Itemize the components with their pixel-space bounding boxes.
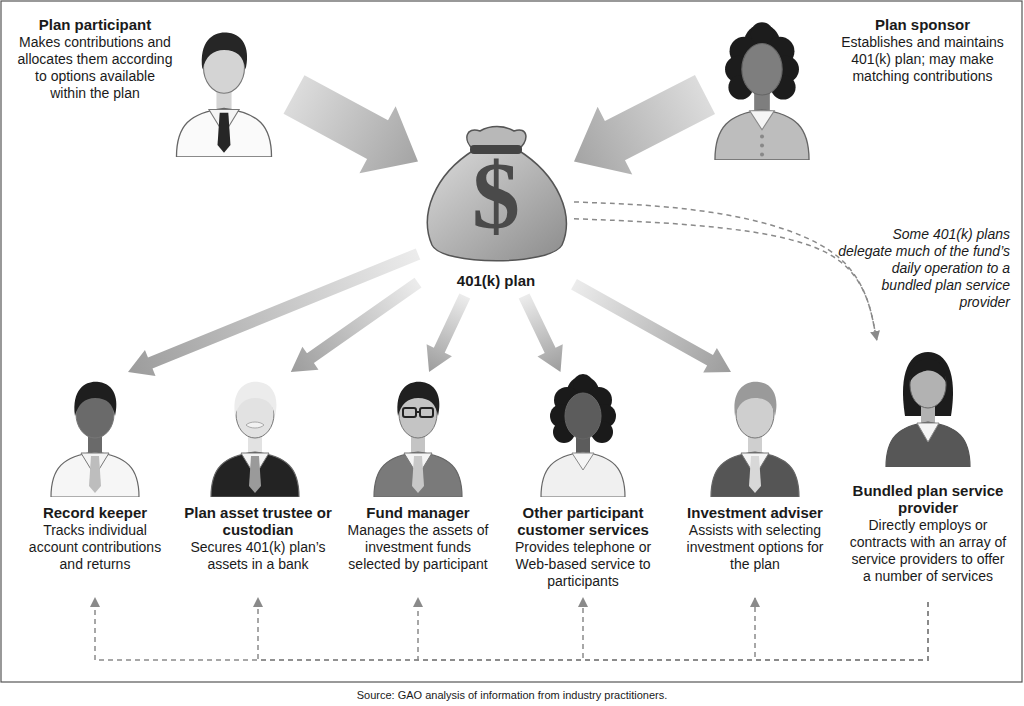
customer-service-figure <box>541 374 625 497</box>
delegation-arrow <box>583 598 928 660</box>
delegation-arrow <box>95 598 928 660</box>
service-role: Record keeperTracks individual account c… <box>20 372 170 598</box>
flow-arrow <box>427 293 471 372</box>
trustee-figure <box>211 382 299 497</box>
person-figure <box>715 22 809 160</box>
mustache <box>246 422 264 428</box>
role-description: Makes contributions and allocates them a… <box>16 34 174 102</box>
role-description: Assists with selecting investment option… <box>675 522 835 573</box>
block-arrow <box>427 293 471 372</box>
service-role: Fund managerManages the assets of invest… <box>339 372 497 598</box>
glasses <box>416 411 420 413</box>
role-description: Manages the assets of investment funds s… <box>339 522 497 573</box>
person-figure <box>51 382 139 497</box>
glasses <box>403 408 416 417</box>
block-arrow <box>571 279 731 373</box>
delegation-arrow <box>418 598 928 660</box>
participant-role: Plan participantMakes contributions and … <box>4 12 294 162</box>
role-description: Provides telephone or Web-based service … <box>508 539 658 590</box>
role-title: Plan participant <box>16 16 174 33</box>
block-arrow <box>519 293 563 372</box>
role-description: Secures 401(k) plan’s assets in a bank <box>176 539 340 573</box>
delegation-arrow <box>755 598 928 660</box>
dashed-connector <box>418 598 928 660</box>
flow-arrow <box>284 75 418 173</box>
participant-figure <box>176 32 271 157</box>
person-figure <box>374 382 462 497</box>
picture-frame <box>1 1 1022 682</box>
role-title: Plan asset trustee or custodian <box>176 504 340 538</box>
dashed-connector <box>583 598 928 660</box>
bundled-provider-role: Bundled plan service providerDirectly em… <box>848 340 1008 602</box>
source-caption: Source: GAO analysis of information from… <box>0 689 1024 702</box>
glasses <box>420 408 433 417</box>
flow-arrow <box>574 75 715 175</box>
bundled-provider-figure <box>886 352 970 467</box>
role-title: Fund manager <box>339 504 497 521</box>
adviser-figure <box>711 382 799 497</box>
dashed-connector <box>95 598 928 660</box>
block-arrow <box>291 278 422 372</box>
person-figure <box>176 32 271 157</box>
dashed-connector <box>755 598 928 660</box>
button-dot <box>760 143 764 147</box>
delegation-arrow <box>258 598 928 660</box>
block-arrow <box>574 75 715 175</box>
role-title: Record keeper <box>20 504 170 521</box>
person-figure <box>886 352 970 467</box>
person-figure <box>541 374 625 497</box>
service-role: Plan asset trustee or custodianSecures 4… <box>176 372 340 598</box>
person-figure <box>711 382 799 497</box>
record-keeper-figure <box>51 382 139 497</box>
sponsor-figure <box>715 22 809 160</box>
flow-arrow <box>291 278 422 372</box>
button-dot <box>760 152 764 156</box>
fund-manager-figure <box>374 382 462 497</box>
sponsor-role: Plan sponsorEstablishes and maintains 40… <box>705 12 1020 162</box>
role-title: Other participant customer services <box>508 504 658 538</box>
delegation-arrow <box>574 202 877 340</box>
plan-label: 401(k) plan <box>418 272 574 289</box>
dashed-connector <box>574 219 877 340</box>
role-description: Directly employs or contracts with an ar… <box>848 517 1008 585</box>
person-figure <box>211 382 299 497</box>
role-title: Plan sponsor <box>833 16 1012 33</box>
block-arrow <box>284 75 418 173</box>
flow-arrow <box>571 279 731 373</box>
service-role: Investment adviserAssists with selecting… <box>675 372 835 598</box>
dashed-connector <box>574 202 877 340</box>
dollar-sign: $ <box>418 148 574 244</box>
button-dot <box>760 134 764 138</box>
role-title: Investment adviser <box>675 504 835 521</box>
role-description: Establishes and maintains 401(k) plan; m… <box>833 34 1012 85</box>
service-role: Other participant customer servicesProvi… <box>508 372 658 598</box>
flow-arrow <box>519 293 563 372</box>
role-title: Bundled plan service provider <box>848 482 1008 516</box>
dashed-connector <box>258 598 928 660</box>
plan-fund: $401(k) plan <box>418 128 574 296</box>
role-description: Tracks individual account contributions … <box>20 522 170 573</box>
connector-note: Some 401(k) plans delegate much of the f… <box>838 226 1010 311</box>
